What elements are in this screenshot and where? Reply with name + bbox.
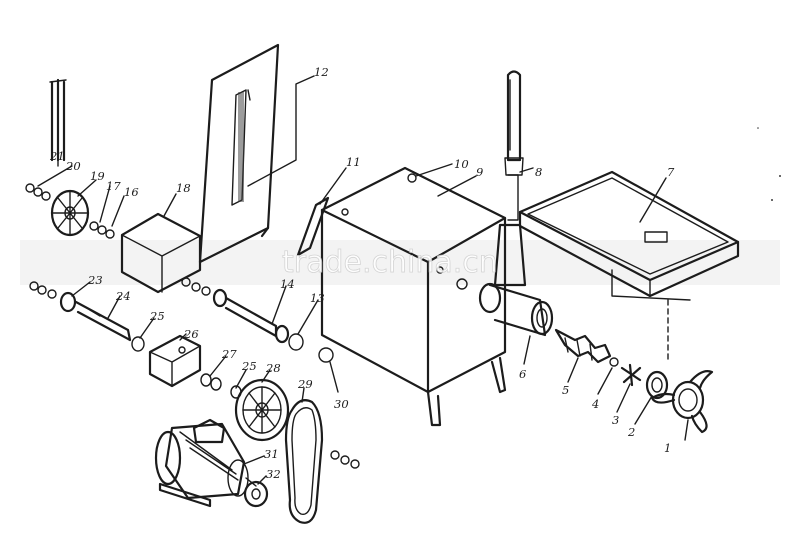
label-26: 26 <box>183 327 199 341</box>
side-panel <box>198 43 280 264</box>
label-19: 19 <box>90 169 105 183</box>
label-13: 13 <box>310 291 325 305</box>
label-8: 8 <box>535 165 542 179</box>
lower-shaft <box>29 281 145 352</box>
electric-motor <box>154 418 257 508</box>
label-17: 17 <box>106 179 121 193</box>
label-10: 10 <box>454 157 469 171</box>
rod <box>296 196 330 257</box>
cutter-parts <box>609 357 714 434</box>
bearing-bracket <box>148 334 202 388</box>
label-12: 12 <box>314 65 329 79</box>
label-27: 27 <box>221 347 237 361</box>
v-belt <box>284 399 324 524</box>
label-11: 11 <box>346 155 361 169</box>
label-2: 2 <box>627 425 635 439</box>
washers-top <box>25 183 115 239</box>
gear-box <box>120 212 202 294</box>
grinder-head <box>478 223 554 337</box>
vertical-shaft <box>49 78 67 162</box>
label-16: 16 <box>124 185 139 199</box>
handwheel <box>50 189 90 237</box>
label-28: 28 <box>265 361 281 375</box>
leader-lines <box>37 75 689 485</box>
label-6: 6 <box>519 367 526 381</box>
label-7: 7 <box>667 165 675 179</box>
label-4: 4 <box>591 397 599 411</box>
label-30: 30 <box>334 397 349 411</box>
label-9: 9 <box>476 165 483 179</box>
hopper-tray <box>518 170 740 361</box>
large-pulley <box>234 378 290 442</box>
label-23: 23 <box>87 273 103 287</box>
drive-shaft <box>181 277 304 351</box>
label-14: 14 <box>280 277 295 291</box>
speck <box>771 199 773 201</box>
label-24: 24 <box>115 289 131 303</box>
small-pulley <box>243 480 269 508</box>
label-31: 31 <box>264 447 279 461</box>
speck <box>757 127 759 129</box>
machine-body <box>318 166 507 427</box>
label-1: 1 <box>664 441 671 455</box>
speck <box>779 175 781 177</box>
label-29: 29 <box>297 377 313 391</box>
part-labels: 1 2 3 4 5 6 7 8 9 10 11 12 13 14 16 17 1… <box>49 65 675 481</box>
washers-pulley <box>200 373 242 399</box>
label-21: 21 <box>49 149 65 163</box>
worm-screw <box>554 328 612 364</box>
label-25b: 25 <box>241 359 257 373</box>
feed-tube <box>504 70 524 221</box>
label-20: 20 <box>65 159 81 173</box>
label-3: 3 <box>612 413 619 427</box>
label-25a: 25 <box>149 309 165 323</box>
label-18: 18 <box>176 181 191 195</box>
label-5: 5 <box>562 383 569 397</box>
label-32: 32 <box>266 467 281 481</box>
washers-motor <box>330 450 360 469</box>
watermark-text: trade.china.cn <box>282 245 498 280</box>
